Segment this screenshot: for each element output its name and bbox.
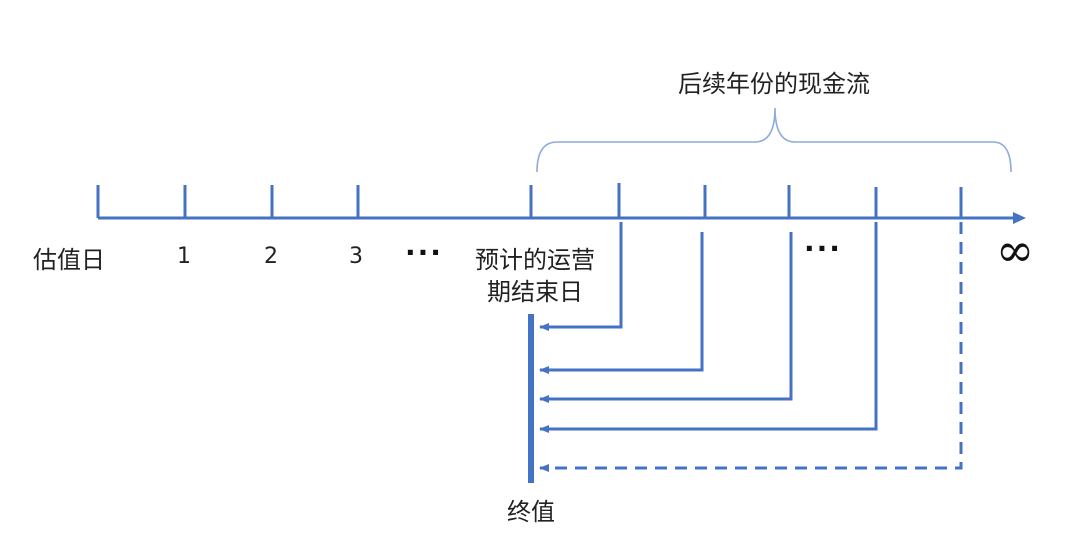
label-forecast-end-line1: 预计的运营 — [475, 246, 595, 274]
label-year-1: 1 — [177, 244, 191, 269]
discount-arrow-1 — [539, 222, 623, 331]
discount-arrow-3 — [539, 232, 793, 403]
subsequent-cash-flows-brace — [536, 107, 1012, 173]
label-forecast-end-line2: 期结束日 — [487, 278, 583, 306]
discount-arrow-4 — [539, 222, 878, 433]
label-subsequent-cash-flows: 后续年份的现金流 — [678, 70, 870, 98]
discount-arrow-infinity-dashed — [539, 222, 963, 472]
label-year-3: 3 — [349, 244, 363, 269]
timeline-arrowhead — [1013, 212, 1026, 224]
label-terminal-value: 终值 — [507, 498, 555, 526]
label-year-2: 2 — [264, 244, 278, 269]
label-infinity: ∞ — [996, 223, 1034, 277]
discount-arrow-2 — [539, 232, 704, 374]
label-valuation-date: 估值日 — [33, 246, 105, 274]
label-ellipsis-right: ··· — [804, 232, 842, 265]
label-ellipsis-left: ··· — [405, 236, 443, 269]
